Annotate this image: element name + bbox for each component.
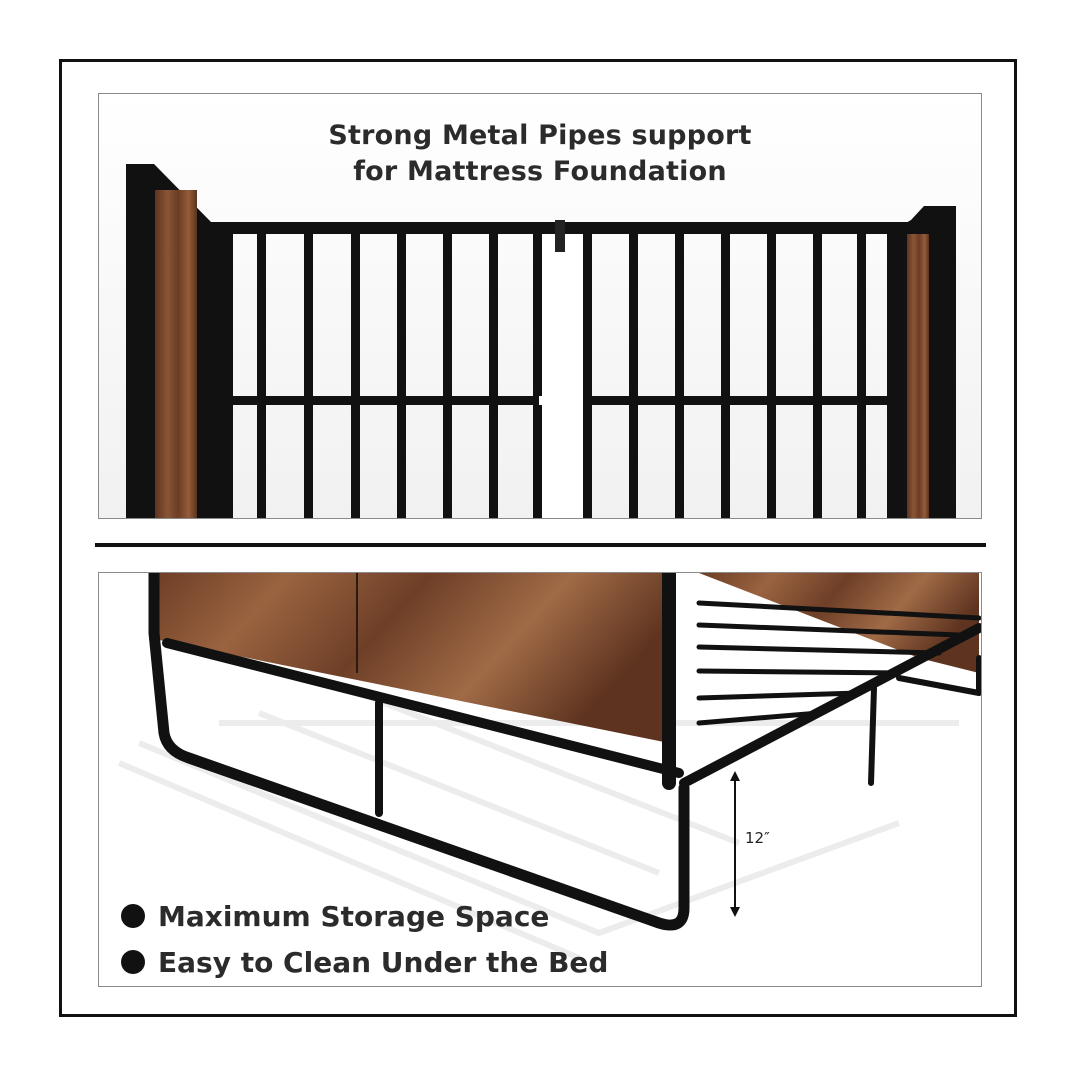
outer-frame: [59, 59, 1017, 1017]
bed-frame-illustration: [99, 573, 981, 986]
headline-line-1: Strong Metal Pipes support: [328, 120, 752, 151]
metal-frame: [148, 573, 981, 931]
top-rail: [211, 222, 923, 234]
headline-line-2: for Mattress Foundation: [353, 156, 727, 187]
headline: Strong Metal Pipes support for Mattress …: [99, 118, 981, 190]
left-wood-panel: [155, 190, 197, 518]
chevron-right-icon: [121, 893, 145, 928]
floor-shadow: [117, 690, 959, 961]
feature-item: Maximum Storage Space: [121, 893, 608, 939]
clearance-arrow: [730, 771, 740, 917]
footboard-wood-panel: [149, 573, 669, 743]
right-wood-panel: [907, 234, 929, 518]
clearance-label: 12″: [745, 829, 770, 847]
feature-text: Maximum Storage Space: [158, 899, 550, 933]
section-divider: [95, 543, 986, 547]
chevron-right-icon: [121, 893, 145, 974]
side-wood-panel: [699, 573, 979, 673]
feature-text: Easy to Clean Under the Bed: [158, 945, 609, 979]
top-panel: Strong Metal Pipes support for Mattress …: [98, 93, 982, 519]
vertical-bars: [257, 234, 866, 518]
headboard-illustration: [99, 94, 981, 518]
feature-list: Maximum Storage Space Easy to Clean Unde…: [121, 893, 608, 985]
bottom-panel: 12″ Maximum Storage Space Easy to Clean …: [98, 572, 982, 987]
feature-item: Easy to Clean Under the Bed: [121, 893, 609, 985]
